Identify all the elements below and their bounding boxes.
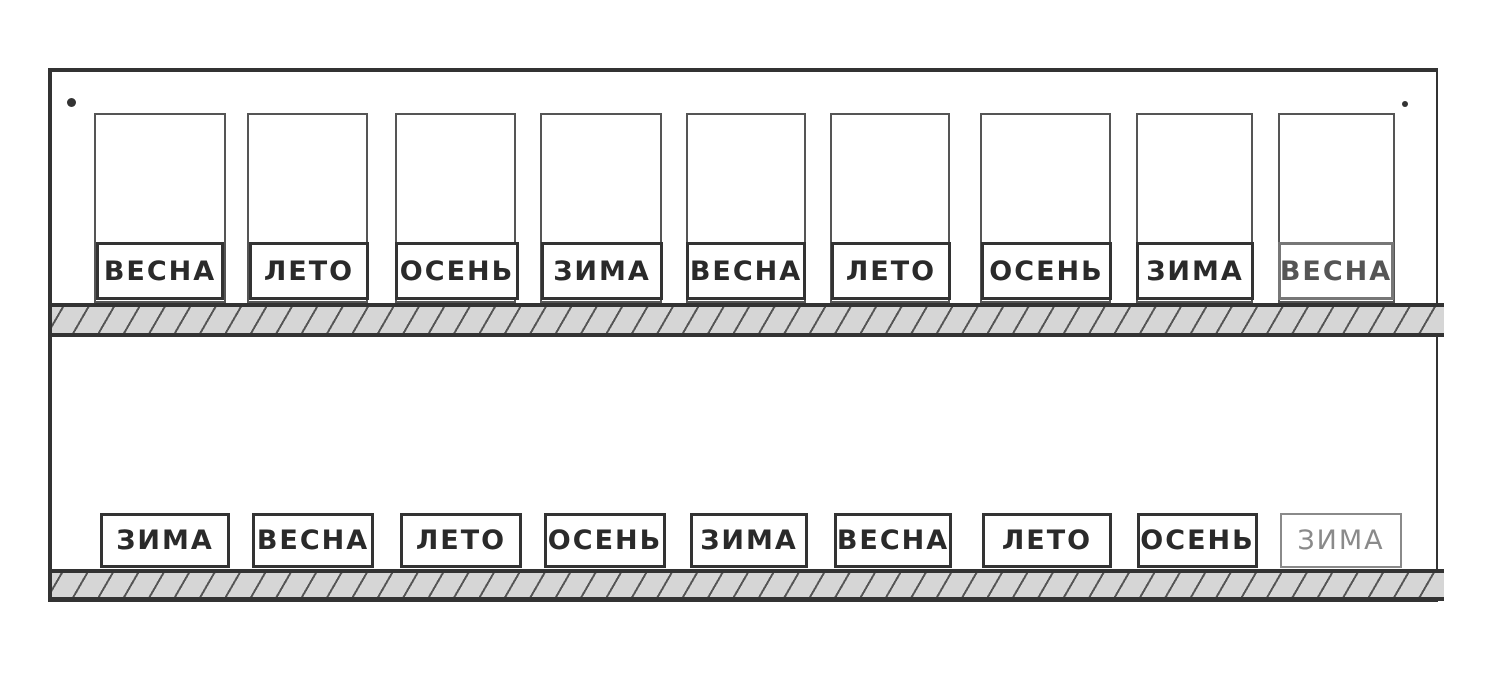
season-card[interactable]: ЗИМА	[541, 242, 663, 300]
season-card[interactable]: ОСЕНЬ	[981, 242, 1112, 300]
season-card[interactable]: ВЕСНА	[1278, 242, 1394, 300]
season-card[interactable]: ЛЕТО	[982, 513, 1112, 568]
season-card[interactable]: ОСЕНЬ	[544, 513, 666, 568]
season-card[interactable]: ЗИМА	[1280, 513, 1402, 568]
season-card[interactable]: ЗИМА	[690, 513, 808, 568]
season-card[interactable]: ЛЕТО	[831, 242, 951, 300]
season-card[interactable]: ЗИМА	[100, 513, 230, 568]
season-card[interactable]: ЗИМА	[1136, 242, 1254, 300]
season-card[interactable]: ВЕСНА	[96, 242, 224, 300]
season-card[interactable]: ОСЕНЬ	[1137, 513, 1258, 568]
hatched-shelf-bottom	[52, 569, 1444, 601]
season-card[interactable]: ВЕСНА	[686, 242, 806, 300]
season-card[interactable]: ВЕСНА	[834, 513, 952, 568]
season-card[interactable]: ЛЕТО	[249, 242, 369, 300]
mounting-hole-right	[1402, 101, 1408, 107]
mounting-hole-left	[67, 98, 76, 107]
hatched-shelf-top	[52, 303, 1444, 337]
season-card[interactable]: ВЕСНА	[252, 513, 374, 568]
season-card[interactable]: ЛЕТО	[400, 513, 522, 568]
season-card[interactable]: ОСЕНЬ	[395, 242, 519, 300]
